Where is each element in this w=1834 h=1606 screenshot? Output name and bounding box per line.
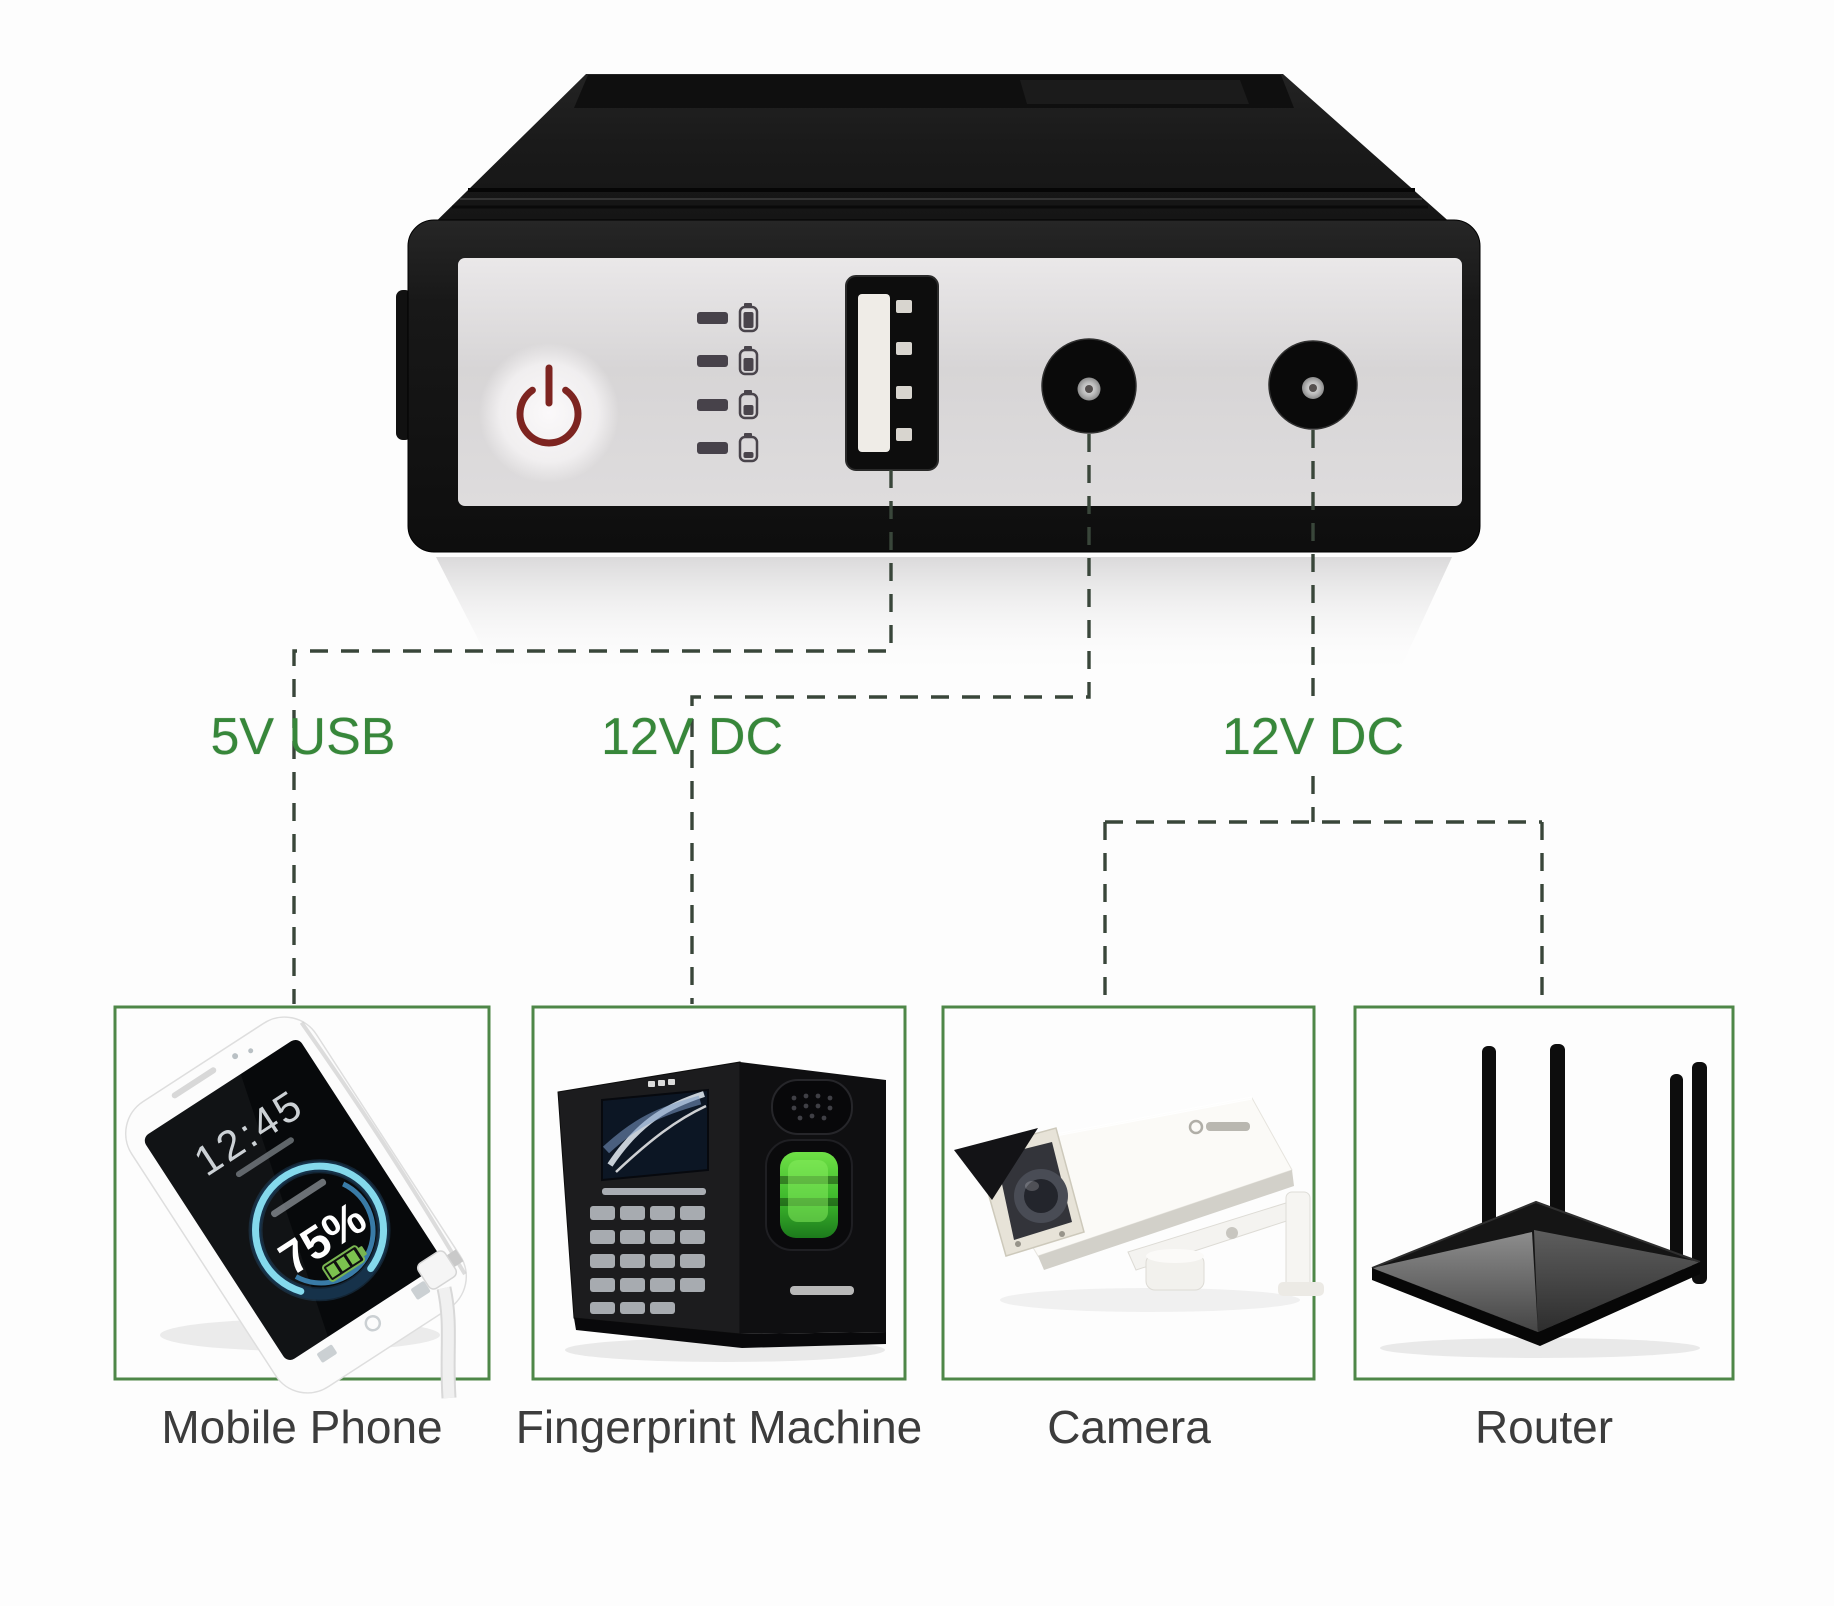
fingerprint-text-blur (602, 1188, 706, 1195)
caption-router: Router (1474, 1401, 1614, 1453)
dc-jack-1 (1041, 338, 1137, 434)
ups-top-band (574, 75, 1294, 108)
led-bar-1 (697, 312, 728, 324)
fingerprint-screen (601, 1088, 709, 1182)
router-body-base (1372, 1262, 1700, 1346)
power-button-glow (479, 343, 619, 483)
camera-mount-post (1285, 1191, 1311, 1293)
caption-mobile-phone: Mobile Phone (161, 1401, 443, 1453)
router-antennas (1482, 1044, 1707, 1284)
charge-ring (252, 1162, 388, 1295)
charging-text-blur (270, 1178, 327, 1218)
camera-shadow (1000, 1288, 1300, 1312)
led-bar-3 (697, 399, 728, 411)
led-bar-4 (697, 442, 728, 454)
ups-device (396, 74, 1481, 553)
led-bar-2 (697, 355, 728, 367)
phone-battery-icon (322, 1245, 367, 1282)
device-box-router (1353, 1005, 1735, 1381)
fingerprint-speaker (771, 1079, 853, 1135)
camera-logo-blur (1206, 1122, 1250, 1131)
ups-top-band-sheen (1020, 80, 1249, 104)
fingerprint-brand-blur (790, 1286, 854, 1295)
battery-level-leds (697, 303, 759, 463)
charging-cable (416, 1249, 464, 1399)
dc-jack-2 (1268, 340, 1358, 430)
camera-sunshade (954, 1128, 1038, 1200)
device-reflection (436, 557, 1452, 678)
caption-camera: Camera (1047, 1401, 1211, 1453)
connector-dc1-to-fingerprint (690, 434, 1091, 1004)
device-box-camera (941, 1005, 1316, 1381)
phone-nav-icons (317, 1281, 431, 1363)
phone-speaker (171, 1067, 217, 1099)
fingerprint-keypad (590, 1206, 705, 1314)
router-shadow (1380, 1338, 1700, 1358)
power-icon (516, 364, 582, 447)
connection-label-12v-dc-2: 12V DC (1221, 708, 1405, 766)
fingerprint-scanner (765, 1139, 853, 1251)
fingerprint-machine-illustration (557, 1061, 886, 1348)
camera-illustration (954, 1096, 1324, 1296)
router-illustration (1371, 1044, 1707, 1346)
usb-port (845, 275, 939, 471)
fingerprint-logo-dots (648, 1079, 675, 1087)
device-box-fingerprint-machine (531, 1005, 907, 1381)
ups-top-face (408, 74, 1480, 249)
connector-usb-to-phone (292, 470, 893, 1004)
caption-fingerprint-machine: Fingerprint Machine (515, 1401, 923, 1453)
connection-label-12v-dc-1: 12V DC (600, 708, 784, 766)
mobile-phone-illustration: 12:45 75% (124, 1016, 468, 1394)
connection-label-5v-usb: 5V USB (210, 708, 396, 766)
phone-date-text-blur (235, 1137, 294, 1178)
connector-dc2-to-camera-router (1103, 430, 1544, 1004)
phone-camera-dot (232, 1053, 239, 1060)
